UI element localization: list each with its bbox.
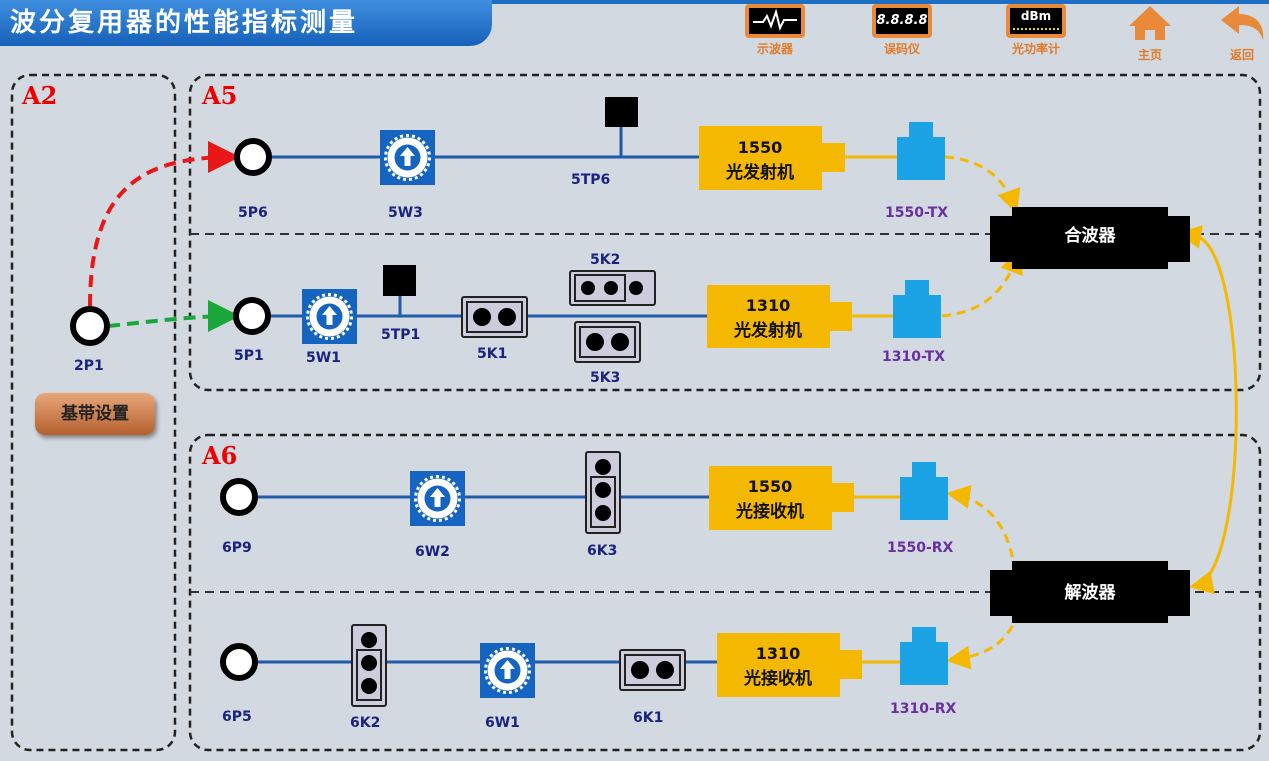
knob-6w1-icon[interactable] (478, 641, 537, 700)
optical-power-meter-button[interactable]: dBm 光功率计 (996, 4, 1076, 57)
switch-5k2[interactable] (569, 270, 656, 306)
switch-6k3[interactable] (585, 451, 621, 534)
switch-6k1[interactable] (619, 649, 686, 691)
fiber-link-demux-1550rx[interactable] (946, 484, 1017, 573)
link-2p1-5p6[interactable] (88, 141, 240, 307)
connector-1310-rx-label: 1310-RX (890, 701, 957, 717)
transmitter-1550 (699, 126, 845, 190)
transmitter-1310 (707, 285, 852, 348)
receiver-1550 (709, 466, 854, 530)
area-a6-label: A6 (201, 441, 237, 470)
oscilloscope-icon (745, 4, 805, 38)
connector-1310-rx-icon[interactable] (900, 627, 948, 685)
port-5p1[interactable] (233, 297, 271, 335)
optical-power-meter-label: 光功率计 (1011, 42, 1060, 56)
home-label: 主页 (1137, 48, 1162, 62)
connector-1310-tx-label: 1310-TX (882, 349, 945, 365)
receiver-1550-wavelength: 1550 (748, 477, 793, 496)
home-button[interactable]: 主页 (1110, 4, 1190, 63)
demultiplexer-label: 解波器 (1065, 582, 1117, 603)
connector-1550-tx-icon[interactable] (897, 122, 945, 180)
bit-error-tester-icon: 8.8.8.8 (872, 4, 932, 38)
knob-5w1-icon[interactable] (300, 287, 359, 346)
switch-6k2[interactable] (351, 624, 387, 707)
fiber-link-mux-demux[interactable] (1177, 225, 1238, 595)
port-6p9[interactable] (220, 478, 258, 516)
bit-error-tester-button[interactable]: 8.8.8.8 误码仪 (862, 4, 942, 57)
port-2p1-label: 2P1 (74, 358, 104, 374)
knob-6w1-label: 6W1 (485, 715, 520, 731)
port-6p5-label: 6P5 (222, 709, 252, 725)
optical-power-meter-icon: dBm (1006, 4, 1066, 38)
area-a5-frame (188, 73, 1262, 392)
port-6p5[interactable] (220, 643, 258, 681)
oscilloscope-button[interactable]: 示波器 (735, 4, 815, 57)
page-title: 波分复用器的性能指标测量 (0, 0, 492, 46)
receiver-1310-wavelength: 1310 (756, 644, 801, 663)
connector-1310-tx-icon[interactable] (893, 280, 941, 338)
fiber-link-1550tx-mux[interactable] (944, 155, 1021, 214)
port-2p1[interactable] (70, 306, 110, 346)
back-label: 返回 (1229, 48, 1254, 62)
area-a2-label: A2 (21, 81, 57, 110)
area-a5-label: A5 (201, 81, 237, 110)
switch-6k2-label: 6K2 (350, 715, 380, 731)
receiver-1310 (717, 633, 862, 697)
port-6p9-label: 6P9 (222, 540, 252, 556)
switch-5k1-label: 5K1 (477, 346, 507, 362)
connector-1550-rx-icon[interactable] (900, 462, 948, 520)
back-arrow-icon (1221, 6, 1264, 40)
knob-5w1-label: 5W1 (306, 350, 341, 366)
knob-6w2-icon[interactable] (408, 469, 467, 528)
knob-5w3-icon[interactable] (378, 128, 437, 187)
switch-6k3-label: 6K3 (587, 543, 617, 559)
testpoint-5tp1[interactable] (383, 265, 416, 296)
switch-5k3-label: 5K3 (590, 370, 620, 386)
testpoint-5tp6[interactable] (605, 97, 638, 127)
receiver-1550-name: 光接收机 (735, 501, 804, 522)
connector-1550-tx-label: 1550-TX (885, 205, 948, 221)
switch-5k2-label: 5K2 (590, 252, 620, 268)
dbm-text: dBm (1020, 9, 1052, 23)
multiplexer-label: 合波器 (1065, 225, 1117, 246)
testpoint-5tp1-label: 5TP1 (381, 327, 420, 343)
area-a2-frame (10, 73, 177, 752)
multiplexer (990, 207, 1190, 269)
port-5p6-label: 5P6 (238, 205, 268, 221)
port-5p1-label: 5P1 (234, 348, 264, 364)
transmitter-1310-name: 光发射机 (733, 320, 802, 341)
demultiplexer (990, 561, 1190, 623)
switch-6k1-label: 6K1 (633, 710, 663, 726)
switch-5k3[interactable] (574, 321, 641, 363)
fiber-link-1310tx-mux[interactable] (941, 249, 1023, 318)
testpoint-5tp6-label: 5TP6 (571, 172, 610, 188)
knob-6w2-label: 6W2 (415, 544, 450, 560)
port-5p6[interactable] (234, 138, 272, 176)
transmitter-1550-wavelength: 1550 (738, 138, 783, 157)
fiber-link-demux-1310rx[interactable] (946, 611, 1020, 670)
knob-5w3-label: 5W3 (388, 205, 423, 221)
transmitter-1550-name: 光发射机 (725, 162, 794, 183)
oscilloscope-label: 示波器 (756, 42, 793, 56)
transmitter-1310-wavelength: 1310 (746, 296, 791, 315)
bit-error-tester-label: 误码仪 (883, 42, 920, 56)
back-button[interactable]: 返回 (1202, 4, 1269, 63)
baseband-settings-button[interactable]: 基带设置 (35, 393, 155, 435)
switch-5k1[interactable] (461, 296, 528, 338)
home-icon (1129, 6, 1171, 40)
connector-1550-rx-label: 1550-RX (887, 540, 954, 556)
link-2p1-5p1[interactable] (107, 300, 240, 333)
receiver-1310-name: 光接收机 (743, 668, 812, 689)
top-border (0, 0, 1269, 4)
